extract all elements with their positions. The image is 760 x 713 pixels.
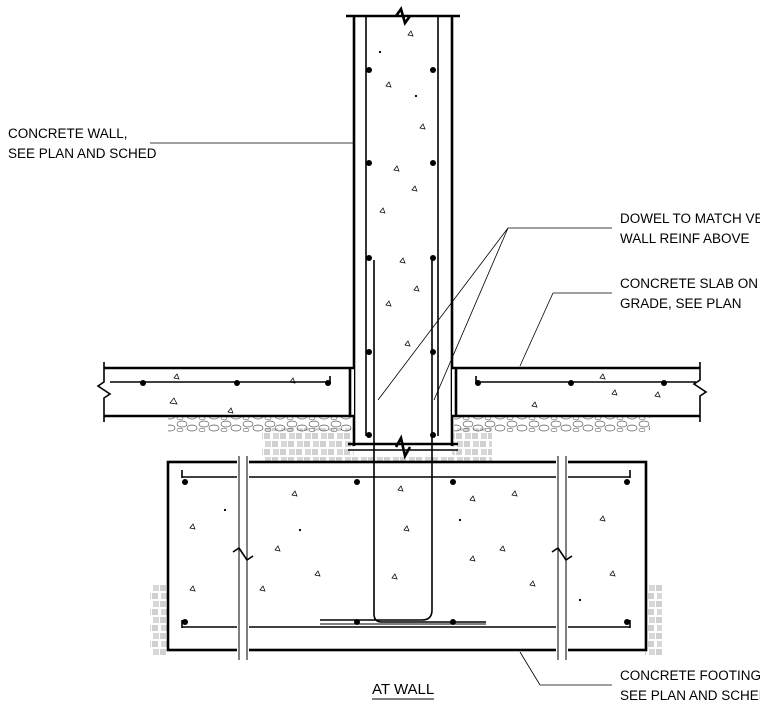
label-slab-line1: CONCRETE SLAB ON xyxy=(620,276,758,291)
label-concrete-wall-line1: CONCRETE WALL, xyxy=(8,126,128,141)
slab-right xyxy=(452,362,708,422)
footing-break-left xyxy=(232,456,254,660)
label-footing-line2: SEE PLAN AND SCHED xyxy=(620,688,760,703)
wall-horizontal-rebar-dots xyxy=(366,67,436,438)
leader-dowel xyxy=(377,227,612,401)
footing-rebar-dots xyxy=(182,479,630,625)
footing-top-rebar xyxy=(181,470,631,478)
label-dowel-line1: DOWEL TO MATCH VERT xyxy=(620,211,760,226)
dowel-bars xyxy=(320,260,486,625)
detail-title: AT WALL xyxy=(372,681,434,698)
gravel-base-left xyxy=(168,416,352,432)
concrete-wall xyxy=(346,6,460,456)
leader-footing xyxy=(519,651,612,686)
soil-hatch-left xyxy=(150,585,167,657)
soil-hatch-right xyxy=(645,585,662,657)
concrete-footing xyxy=(166,460,648,652)
concrete-aggregate xyxy=(169,30,661,602)
leader-slab xyxy=(519,292,612,367)
gravel-base-right xyxy=(454,416,650,432)
label-dowel-line2: WALL REINF ABOVE xyxy=(620,231,750,246)
wall-construction-joint xyxy=(348,434,458,460)
label-slab: CONCRETE SLAB ON GRADE, SEE PLAN xyxy=(620,276,758,311)
slab-left xyxy=(96,362,354,422)
label-footing-line1: CONCRETE FOOTING, xyxy=(620,668,760,683)
label-dowel: DOWEL TO MATCH VERT WALL REINF ABOVE xyxy=(620,211,760,246)
slab-rebar-dots xyxy=(140,380,667,386)
label-concrete-wall-line2: SEE PLAN AND SCHED xyxy=(8,146,157,161)
label-concrete-wall: CONCRETE WALL, SEE PLAN AND SCHED xyxy=(8,126,157,161)
label-slab-line2: GRADE, SEE PLAN xyxy=(620,296,742,311)
label-footing: CONCRETE FOOTING, SEE PLAN AND SCHED xyxy=(620,668,760,703)
footing-bottom-rebar xyxy=(181,620,631,628)
wall-vertical-rebar xyxy=(365,16,439,436)
footing-break-right xyxy=(551,456,573,660)
